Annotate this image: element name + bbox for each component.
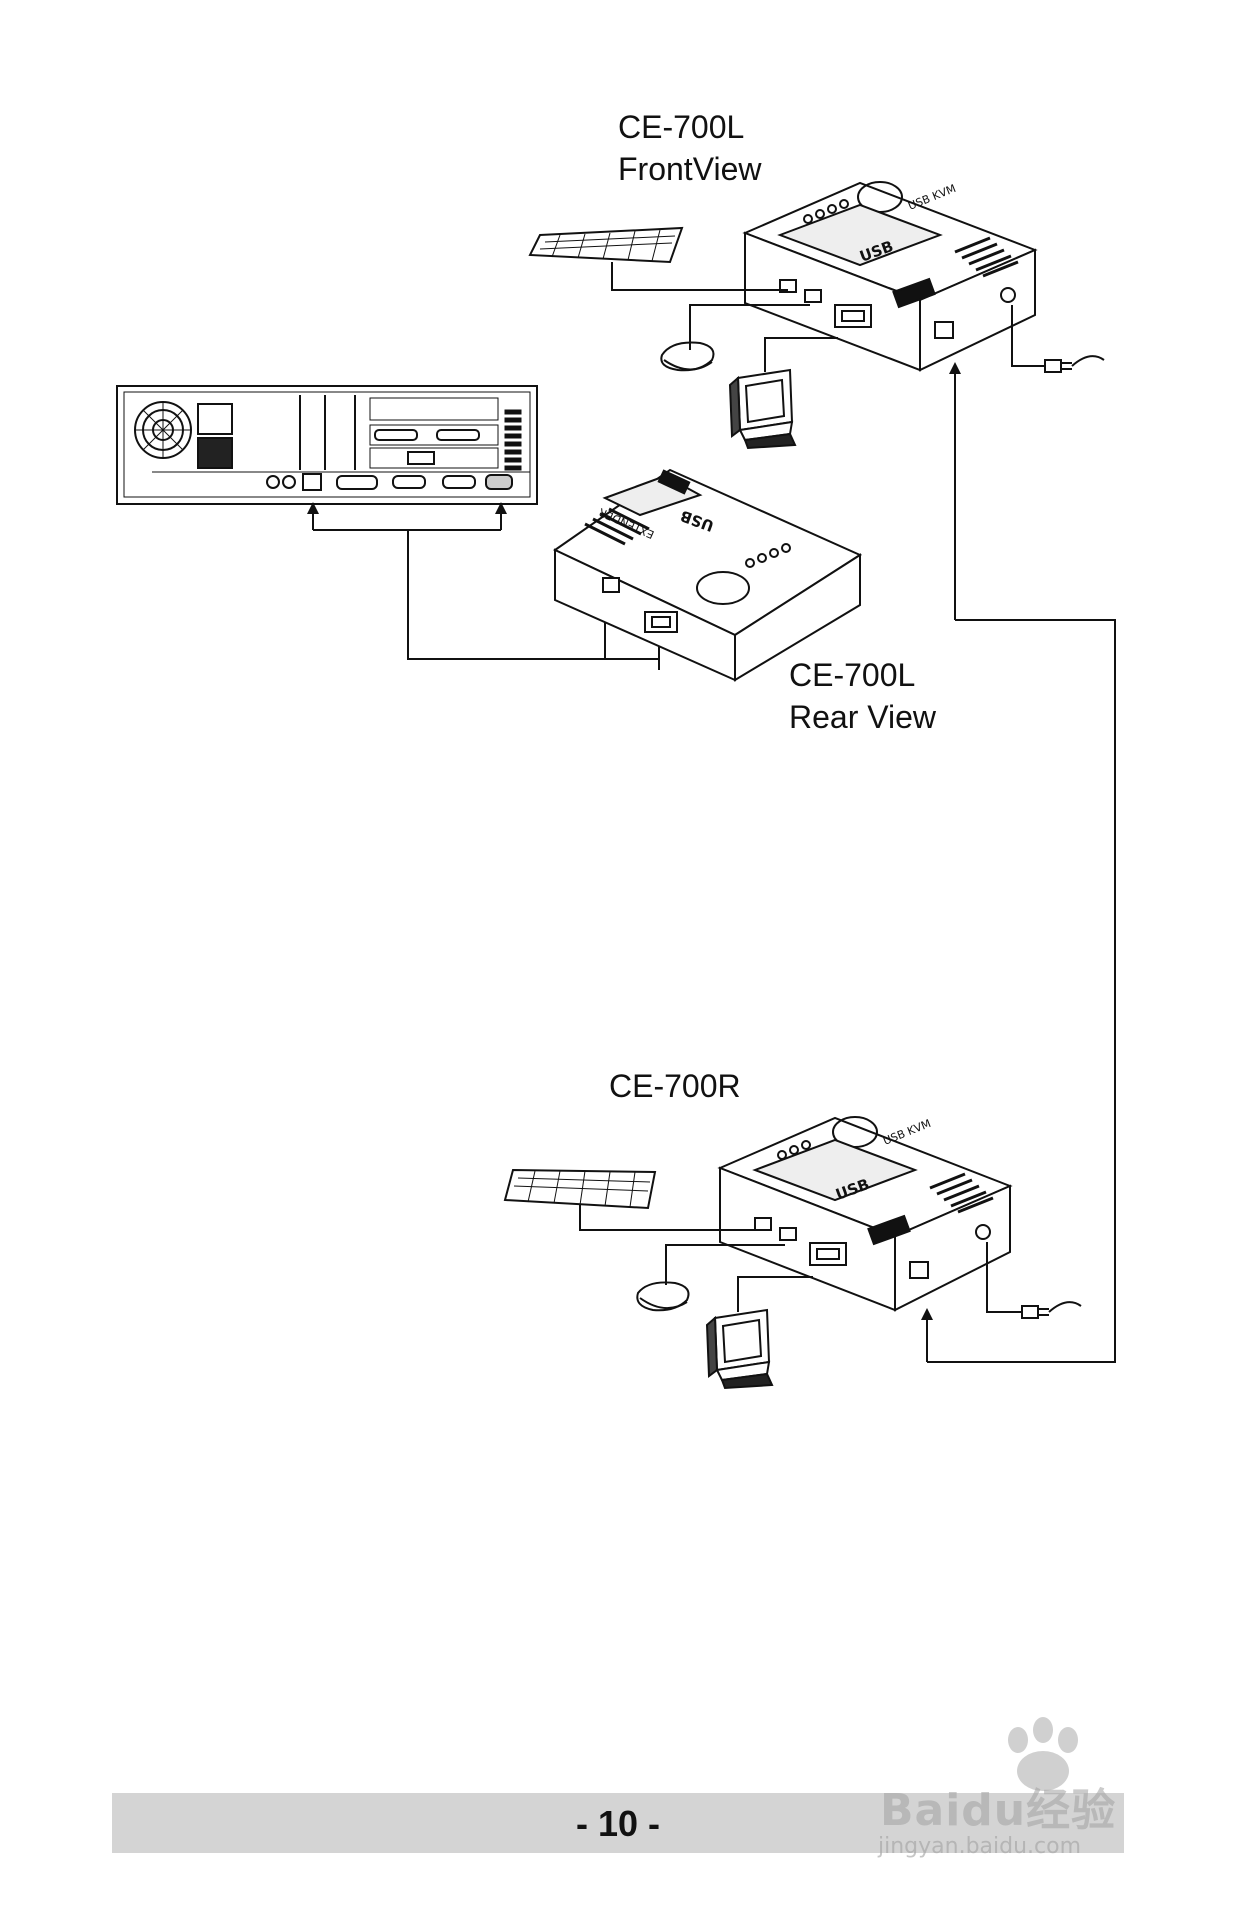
paw-logo-icon bbox=[1008, 1717, 1078, 1791]
label-ce700l-front-view: FrontView bbox=[618, 151, 762, 187]
power-adapter-icon bbox=[1044, 355, 1105, 373]
power-adapter-icon bbox=[1021, 1301, 1082, 1319]
label-ce700l-rear-view: Rear View bbox=[789, 699, 937, 735]
keyboard-icon bbox=[503, 1168, 657, 1210]
mouse-icon bbox=[636, 1281, 690, 1312]
label-ce700r-model: CE-700R bbox=[609, 1068, 741, 1104]
remote-brand-text: USB KVM bbox=[881, 1117, 933, 1148]
remote-cables bbox=[579, 1205, 1022, 1313]
monitor-icon bbox=[728, 368, 797, 450]
label-ce700l-front-model: CE-700L bbox=[618, 109, 745, 145]
front-brand-text: USB KVM bbox=[906, 182, 958, 213]
ce700l-rear-unit bbox=[553, 468, 863, 682]
front-cables bbox=[611, 262, 1045, 372]
keyboard-icon bbox=[528, 226, 684, 264]
page-number: - 10 - bbox=[575, 1803, 661, 1844]
baidu-watermark: Baidu经验 jingyan.baidu.com bbox=[870, 1716, 1170, 1896]
computer-rear-panel bbox=[116, 385, 538, 505]
label-ce700l-rear-model: CE-700L bbox=[789, 657, 916, 693]
mouse-icon bbox=[660, 341, 715, 372]
ce700l-front-unit bbox=[742, 181, 1038, 372]
footer-bar: - 10 - bbox=[112, 1793, 1124, 1853]
monitor-icon bbox=[705, 1308, 774, 1390]
cat5-link bbox=[921, 362, 1116, 1363]
ce700r-unit bbox=[717, 1116, 1013, 1312]
watermark-brand: Baidu经验 bbox=[880, 1785, 1117, 1836]
watermark-url: jingyan.baidu.com bbox=[878, 1834, 1082, 1859]
